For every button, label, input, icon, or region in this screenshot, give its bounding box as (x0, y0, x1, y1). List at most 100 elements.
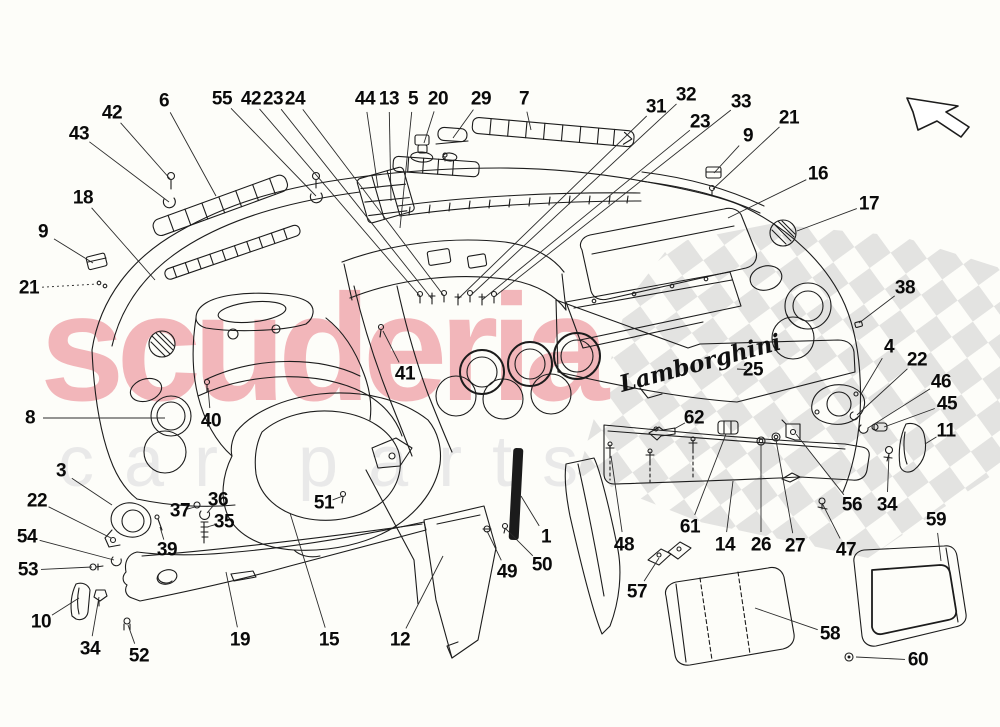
checkered-flag-watermark (578, 224, 1000, 558)
part-number-label: 41 (394, 363, 416, 385)
part-number-label: 6 (158, 90, 170, 112)
leader-line (206, 505, 214, 514)
part-number-label: 3 (55, 460, 67, 482)
leader-line (388, 111, 392, 202)
leader-line (887, 453, 890, 493)
part-number-label: 21 (778, 107, 800, 129)
leader-line (643, 557, 660, 582)
part-number-label: 8 (24, 407, 36, 429)
part-number-label: 23 (262, 88, 284, 110)
part-number-label: 45 (936, 393, 958, 415)
part-number-label: 25 (742, 359, 764, 381)
part-number-label: 34 (876, 494, 898, 516)
leader-line (230, 107, 317, 197)
part-number-label: 56 (841, 494, 863, 516)
part-number-label: 50 (531, 554, 553, 576)
part-number-label: 27 (784, 535, 806, 557)
leader-line (225, 571, 238, 628)
part-number-label: 62 (683, 407, 705, 429)
part-number-label: 19 (229, 629, 251, 651)
leader-line (673, 422, 686, 430)
leader-line (71, 477, 113, 506)
part-number-label: 55 (211, 88, 233, 110)
part-number-label: 42 (240, 88, 262, 110)
part-number-label: 36 (207, 489, 229, 511)
part-number-label: 15 (318, 629, 340, 651)
leader-line (694, 433, 727, 516)
direction-arrow-icon (907, 98, 969, 137)
part-number-label: 34 (79, 638, 101, 660)
leader-line (207, 387, 211, 409)
part-number-label: 10 (30, 611, 52, 633)
leader-line (481, 129, 691, 301)
part-number-label: 38 (894, 277, 916, 299)
part-number-label: 40 (200, 410, 222, 432)
leader-line (775, 439, 794, 534)
leader-line (206, 523, 217, 528)
leader-line (91, 596, 100, 637)
part-number-label: 4 (883, 336, 895, 358)
part-number-label: 5 (407, 88, 419, 110)
leader-line (280, 108, 433, 300)
leader-line (40, 566, 93, 570)
part-number-label: 33 (730, 91, 752, 113)
steering-cowl (223, 393, 440, 557)
leader-line (186, 506, 196, 510)
lower-left-fasteners (71, 492, 345, 631)
airbag-lid (566, 208, 757, 348)
leader-line (610, 455, 623, 533)
part-number-label: 54 (16, 526, 38, 548)
instrument-visor (193, 293, 402, 456)
leader-line (423, 111, 435, 144)
leader-line (127, 624, 136, 644)
left-vents (105, 331, 191, 547)
part-number-label: 21 (18, 277, 40, 299)
part-number-label: 17 (858, 193, 880, 215)
leader-line (366, 111, 379, 189)
part-number-label: 51 (313, 492, 335, 514)
part-number-label: 42 (101, 102, 123, 124)
part-number-label: 11 (936, 420, 956, 442)
leader-line (727, 179, 807, 219)
watermark-text-secondary: car parts (58, 422, 608, 502)
part-number-label: 61 (679, 516, 701, 538)
part-number-label: 9 (742, 125, 754, 147)
leader-line (120, 122, 172, 181)
leader-line (856, 368, 908, 416)
part-number-label: 47 (835, 539, 857, 561)
leader-line (382, 330, 400, 363)
part-number-label: 53 (17, 559, 39, 581)
leader-line (302, 109, 445, 297)
part-number-label: 13 (378, 88, 400, 110)
display-screens (665, 546, 966, 665)
leader-line (53, 238, 94, 264)
leader-line (924, 436, 937, 445)
leader-line (41, 283, 99, 288)
leader-line (169, 112, 217, 197)
leader-line (883, 408, 935, 428)
leader-line (91, 207, 156, 281)
leader-line (289, 512, 326, 628)
part-number-label: 23 (689, 111, 711, 133)
leader-line (821, 502, 841, 539)
leader-line (520, 495, 540, 527)
part-number-label: 58 (819, 623, 841, 645)
defroster-trim-left (151, 173, 301, 280)
leader-line (726, 480, 734, 533)
part-number-label: 52 (128, 645, 150, 667)
part-number-label: 29 (470, 88, 492, 110)
leader-line (39, 539, 115, 561)
part-number-label: 9 (37, 221, 49, 243)
leader-line (89, 141, 170, 203)
leader-line (399, 111, 413, 229)
part-number-label: 39 (156, 539, 178, 561)
leader-line (754, 607, 818, 631)
leader-line (457, 115, 648, 300)
leader-line (867, 388, 931, 429)
part-number-label: 37 (169, 500, 191, 522)
right-vents (748, 220, 865, 424)
part-number-label: 35 (213, 511, 235, 533)
part-number-label: 14 (714, 534, 736, 556)
